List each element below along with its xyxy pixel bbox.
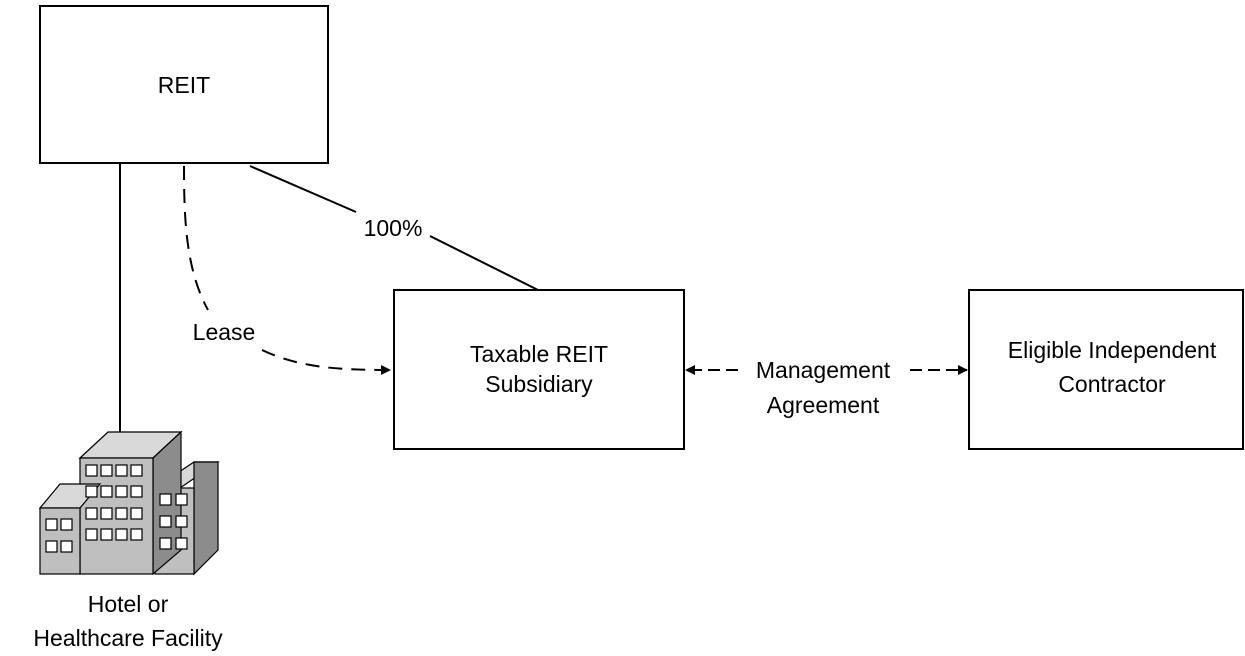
management-label-line2: Agreement xyxy=(767,392,880,418)
eik-label-line1: Eligible Independent xyxy=(1008,337,1217,363)
lease-arrow xyxy=(183,165,209,311)
management-label-line1: Management xyxy=(756,357,891,383)
trs-label-line1: Taxable REIT xyxy=(470,341,608,367)
facility-label-line1: Hotel or xyxy=(88,591,169,617)
lease-label: Lease xyxy=(193,319,256,345)
trs-label-line2: Subsidiary xyxy=(485,371,593,397)
reit-label: REIT xyxy=(158,72,210,98)
eik-label-line2: Contractor xyxy=(1058,371,1166,397)
reit-box: REIT xyxy=(39,5,329,164)
eik-box: Eligible Independent Contractor xyxy=(968,289,1244,450)
trs-box: Taxable REIT Subsidiary xyxy=(393,289,685,450)
ownership-line-trs-lower xyxy=(429,235,539,291)
building-icon xyxy=(38,430,220,576)
ownership-line-trs-upper xyxy=(249,165,357,213)
lease-arrow-tail xyxy=(261,349,391,375)
ownership-percent-label: 100% xyxy=(364,215,423,241)
facility-label-line2: Healthcare Facility xyxy=(33,625,223,651)
